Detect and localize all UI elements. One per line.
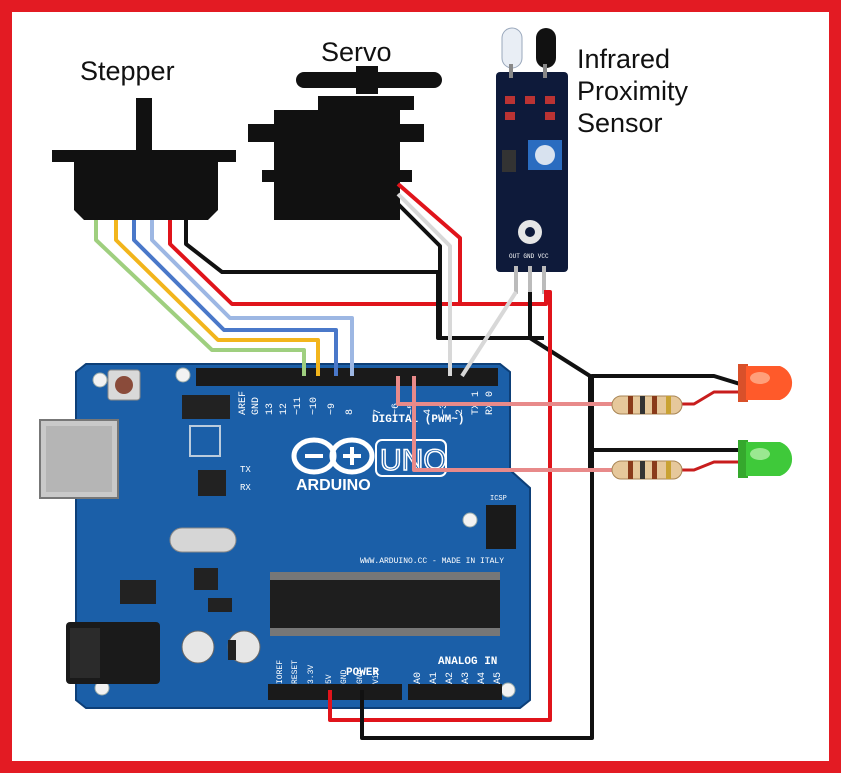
pin-label: 2 — [455, 409, 466, 415]
led-red-signal-wire — [396, 376, 612, 406]
sensor-wire-out — [460, 290, 518, 378]
icsp-label: ICSP — [490, 495, 507, 503]
digital-header — [196, 368, 498, 386]
power-pin-label: 3.3V — [307, 665, 316, 684]
pin-label: ~11 — [293, 397, 304, 415]
rx-label: RX — [240, 483, 251, 493]
ir-sensor-label: Infrared Proximity Sensor — [577, 43, 727, 139]
resistor-red-led — [611, 395, 683, 415]
pin-label: ~9 — [327, 403, 338, 415]
arduino-uno-board: ARDUINO UNO DIGITAL (PWM~) POWER ANALOG … — [39, 363, 531, 709]
power-pin-label: 5V — [325, 674, 334, 684]
green-led — [738, 440, 793, 478]
aref-label: AREF — [238, 391, 249, 415]
analog-pin-label: A3 — [461, 672, 472, 684]
servo-motor — [248, 66, 442, 220]
stepper-motor — [52, 98, 236, 220]
pin-label: ~6 — [391, 403, 402, 415]
pin-label: ~10 — [309, 397, 320, 415]
mounting-hole — [92, 372, 108, 388]
pin-label: 7 — [373, 409, 384, 415]
reset-button — [115, 376, 133, 394]
board-brand: ARDUINO — [296, 477, 371, 494]
servo-label: Servo — [321, 37, 392, 67]
mounting-hole — [462, 512, 478, 528]
ir-label-line3: Sensor — [577, 108, 663, 138]
servo-wire-black — [396, 202, 442, 338]
ground-wire — [360, 374, 741, 740]
power-pin-label: Vin — [372, 669, 381, 684]
red-led — [738, 364, 793, 402]
stepper-wire-yellow — [114, 220, 320, 376]
analog-pin-labels: A0 A1 A2 A3 A4 A5 — [413, 672, 504, 684]
led-green-signal-wire — [412, 376, 612, 472]
power-pin-label: IOREF — [276, 660, 285, 684]
wires — [94, 182, 741, 740]
power-pin-label: GND — [356, 669, 365, 684]
stepper-wire-blue — [132, 220, 338, 376]
mounting-hole — [500, 682, 516, 698]
tx-label: TX — [240, 465, 251, 475]
capacitor — [181, 630, 215, 664]
pin-label: 13 — [265, 403, 276, 415]
sensor-wire-gnd — [528, 292, 592, 470]
atmega-chip — [270, 578, 500, 630]
stepper-wire-green — [94, 220, 306, 376]
arduino-logo — [291, 437, 375, 475]
analog-pin-label: A4 — [477, 672, 488, 684]
icsp-header — [486, 505, 516, 549]
power-label: POWER — [346, 667, 379, 679]
website-label: WWW.ARDUINO.CC - MADE IN ITALY — [360, 557, 504, 566]
power-pin-label: RESET — [291, 660, 300, 684]
ir-label-line2: Proximity — [577, 76, 689, 106]
ir-proximity-sensor: OUT GND VCC — [496, 27, 568, 294]
servo-wire-white — [396, 192, 452, 376]
resistor-green-led — [611, 460, 683, 480]
pin-label: 8 — [345, 409, 356, 415]
analog-pin-label: A1 — [429, 672, 440, 684]
sensor-wire-vcc — [328, 290, 552, 722]
sensor-pin-labels: OUT GND VCC — [509, 253, 549, 260]
ir-label-line1: Infrared — [577, 44, 671, 74]
pin-label: 4 — [423, 409, 434, 415]
analog-header — [408, 684, 502, 700]
analog-pin-label: A5 — [493, 672, 504, 684]
analog-pin-label: A2 — [445, 672, 456, 684]
crystal-oscillator — [169, 527, 237, 553]
usb-chip — [198, 470, 226, 496]
analog-label: ANALOG IN — [438, 656, 497, 668]
stepper-label: Stepper — [80, 56, 175, 86]
power-header — [268, 684, 402, 700]
pin-label: ~3 — [439, 403, 450, 415]
power-pin-labels: IOREF RESET 3.3V 5V GND GND Vin — [276, 660, 381, 684]
analog-pin-label: A0 — [413, 672, 424, 684]
servo-wire-red — [396, 182, 462, 304]
stepper-wire-black — [184, 220, 544, 340]
gnd-label: GND — [251, 397, 262, 415]
mounting-hole — [175, 367, 191, 383]
reset-chip — [182, 395, 230, 419]
stepper-wire-red — [168, 220, 548, 306]
pin-label: 12 — [279, 403, 290, 415]
stepper-wire-lightblue — [150, 220, 354, 376]
digital-label: DIGITAL (PWM~) — [372, 414, 464, 426]
power-pin-label: GND — [340, 669, 349, 684]
